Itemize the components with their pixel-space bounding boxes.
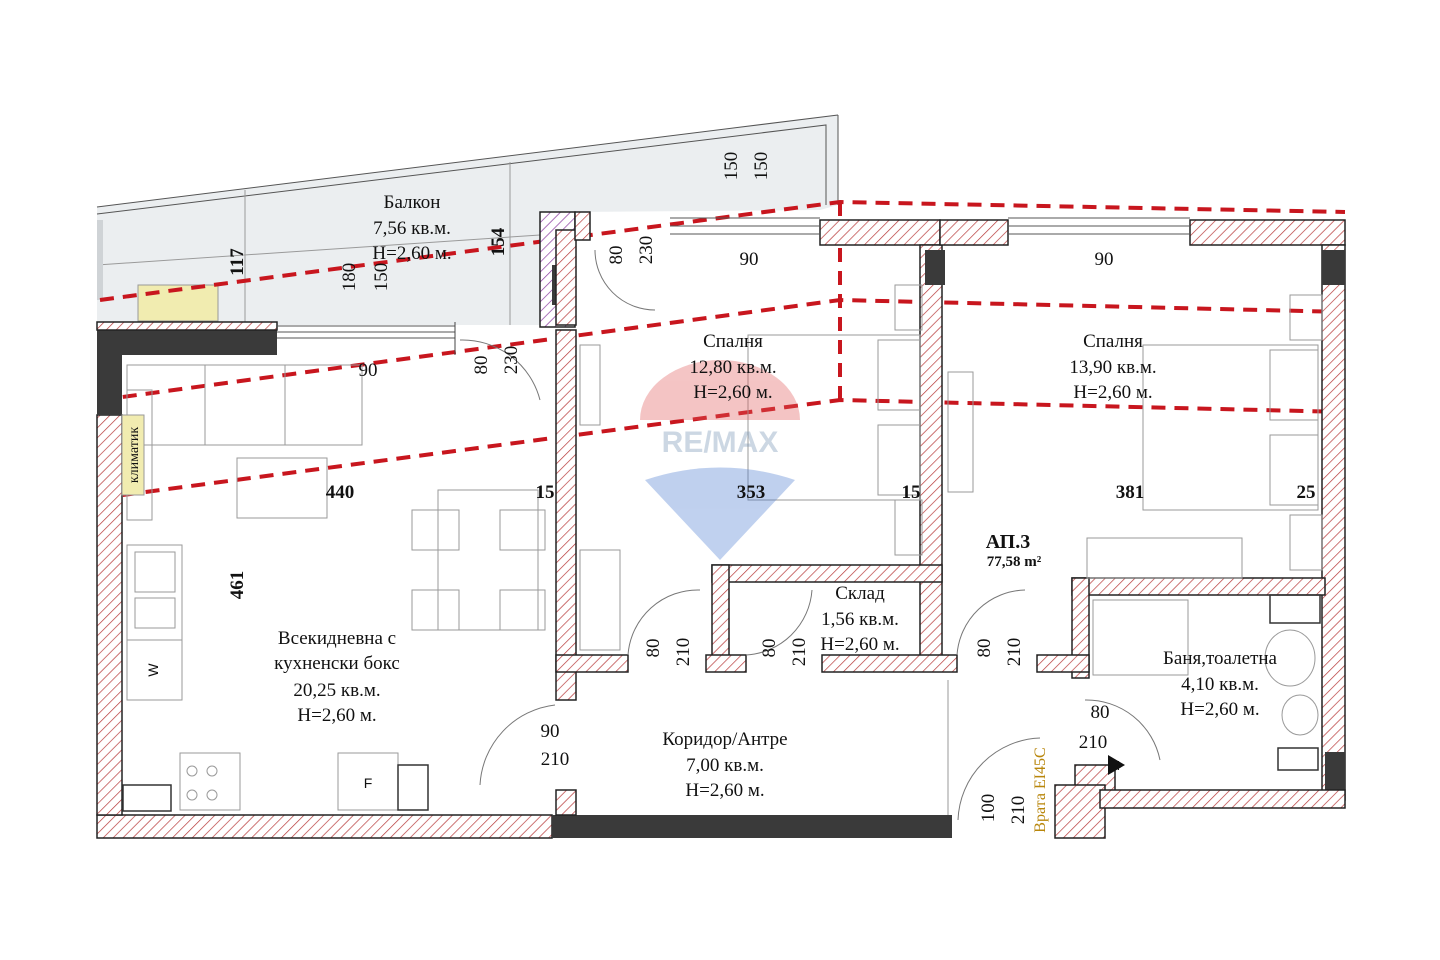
dim-80-c: 80 bbox=[643, 639, 664, 658]
watermark-text: RE/MAX bbox=[662, 426, 779, 459]
annotations: климатик Врата EI45C W F bbox=[127, 427, 1049, 833]
dim-80-e: 80 bbox=[974, 639, 995, 658]
balcony-area-label: 7,56 кв.м. bbox=[373, 218, 451, 239]
storage-name: Склад bbox=[835, 583, 885, 604]
dim-25: 25 bbox=[1297, 482, 1316, 503]
furniture bbox=[121, 284, 1323, 812]
dim-15-a: 15 bbox=[536, 482, 555, 503]
storage-area: 1,56 кв.м. bbox=[821, 609, 899, 630]
bedroom2-area: 13,90 кв.м. bbox=[1069, 357, 1156, 378]
dim-154: 154 bbox=[488, 227, 509, 256]
dim-150-balcony: 150 bbox=[371, 263, 392, 292]
ac-unit-indoor bbox=[121, 414, 145, 496]
dim-15-b: 15 bbox=[902, 482, 921, 503]
dim-210-c: 210 bbox=[673, 638, 694, 667]
living-height: H=2,60 м. bbox=[297, 705, 376, 726]
dim-90-entry: 90 bbox=[541, 721, 560, 742]
dim-210-entry: 210 bbox=[541, 749, 570, 770]
dim-381: 381 bbox=[1116, 482, 1145, 503]
windows bbox=[277, 217, 1190, 339]
dim-180: 180 bbox=[339, 263, 360, 292]
corridor-name: Коридор/Антре bbox=[662, 729, 787, 750]
doors bbox=[454, 249, 1161, 821]
corridor-height: H=2,60 м. bbox=[685, 780, 764, 801]
balcony-height: H=2,60 м. bbox=[372, 243, 451, 264]
ac-label: климатик bbox=[127, 427, 142, 484]
remax-watermark: RE/MAX bbox=[640, 360, 800, 560]
bedroom2-height: H=2,60 м. bbox=[1073, 382, 1152, 403]
dim-150-top1: 150 bbox=[721, 152, 742, 181]
dim-230-a: 230 bbox=[636, 236, 657, 265]
dim-80-d: 80 bbox=[759, 639, 780, 658]
dim-210-bath: 210 bbox=[1079, 732, 1108, 753]
dimension-labels: 117 154 180 150 150 150 80 230 90 90 90 … bbox=[227, 152, 1316, 825]
apartment-area: 77,58 m² bbox=[987, 554, 1042, 570]
dim-4: 4 bbox=[1114, 759, 1121, 774]
dim-80-bath: 80 bbox=[1091, 702, 1110, 723]
dim-353: 353 bbox=[737, 482, 766, 503]
dim-461: 461 bbox=[227, 571, 248, 600]
dim-117: 117 bbox=[227, 248, 248, 276]
washer-label: W bbox=[145, 663, 161, 677]
room-labels: Балкон 7,56 кв.м. H=2,60 м. Спалня 12,80… bbox=[274, 192, 1277, 801]
dim-440: 440 bbox=[326, 482, 355, 503]
dim-210-d: 210 bbox=[789, 638, 810, 667]
dim-230-b: 230 bbox=[501, 346, 522, 375]
balcony-area bbox=[96, 114, 839, 325]
dim-90-bed2: 90 bbox=[1095, 249, 1114, 270]
balcony-name: Балкон bbox=[384, 192, 441, 213]
dim-80-b: 80 bbox=[471, 356, 492, 375]
dim-90-bed1: 90 bbox=[740, 249, 759, 270]
dim-90-living: 90 bbox=[359, 360, 378, 381]
fridge-label: F bbox=[364, 775, 373, 791]
dim-210-e: 210 bbox=[1004, 638, 1025, 667]
corridor-area: 7,00 кв.м. bbox=[686, 755, 764, 776]
bedroom1-height: H=2,60 м. bbox=[693, 382, 772, 403]
dim-80-a: 80 bbox=[606, 246, 627, 265]
bathroom-height: H=2,60 м. bbox=[1180, 699, 1259, 720]
bedroom1-area: 12,80 кв.м. bbox=[689, 357, 776, 378]
apartment-label: АП.3 bbox=[986, 531, 1031, 553]
bedroom2-name: Спалня bbox=[1083, 331, 1143, 352]
living-name-line1: Всекидневна с bbox=[278, 628, 396, 649]
storage-height: H=2,60 м. bbox=[820, 634, 899, 655]
living-area: 20,25 кв.м. bbox=[293, 680, 380, 701]
dim-100-front: 100 bbox=[978, 794, 999, 823]
bathroom-area: 4,10 кв.м. bbox=[1181, 674, 1259, 695]
dim-210-front: 210 bbox=[1008, 796, 1029, 825]
walls bbox=[96, 211, 1346, 839]
entry-door-label: Врата EI45C bbox=[1032, 747, 1049, 832]
bedroom1-name: Спалня bbox=[703, 331, 763, 352]
bathroom-name: Баня,тоалетна bbox=[1163, 648, 1278, 669]
living-name-line2: кухненски бокс bbox=[274, 653, 400, 674]
dim-150-top2: 150 bbox=[751, 152, 772, 181]
